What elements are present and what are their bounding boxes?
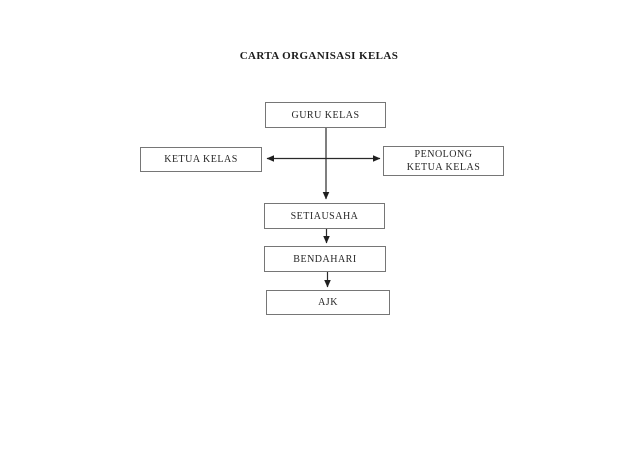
node-penolong-ketua-kelas: PENOLONG KETUA KELAS [383, 146, 504, 176]
node-ajk: AJK [266, 290, 390, 315]
node-bendahari: BENDAHARI [264, 246, 386, 272]
org-chart-title: CARTA ORGANISASI KELAS [239, 50, 399, 62]
node-guru-kelas: GURU KELAS [265, 102, 386, 128]
node-setiausaha: SETIAUSAHA [264, 203, 385, 229]
node-ketua-kelas: KETUA KELAS [140, 147, 262, 172]
